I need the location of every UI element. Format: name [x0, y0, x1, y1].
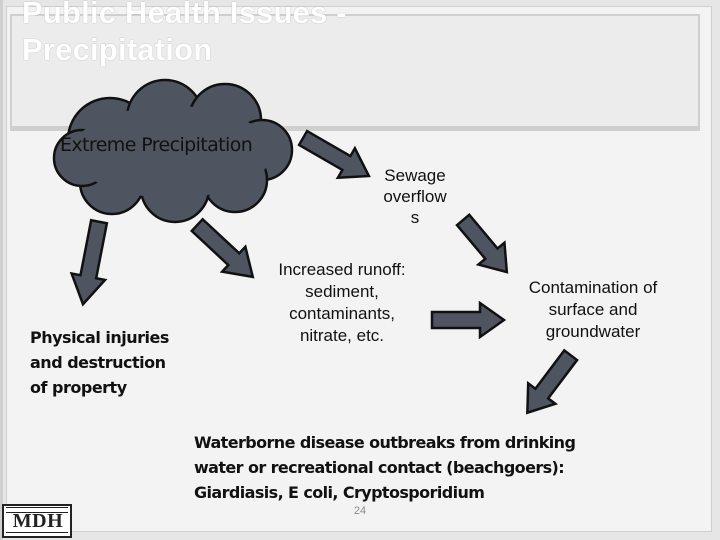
page-number: 24 — [353, 505, 367, 517]
arrow-to-runoff — [189, 217, 255, 279]
runoff-line-2: sediment, — [305, 282, 379, 301]
contamination-line-2: surface and — [548, 300, 638, 319]
arrow-to-injuries — [69, 218, 109, 307]
runoff-label: Increased runoff: sediment, contaminants… — [264, 259, 420, 347]
arrow-to-sewage — [297, 129, 371, 180]
injuries-line-3: of property — [30, 378, 127, 397]
runoff-line-1: Increased runoff: — [278, 260, 406, 279]
logo-bottom-band — [6, 532, 68, 538]
logo-top-band — [6, 507, 68, 513]
contamination-line-3: groundwater — [545, 322, 641, 341]
contamination-label: Contamination of surface and groundwater — [512, 277, 674, 343]
mdh-logo: MDH — [2, 504, 72, 538]
arrow-to-outbreaks — [526, 348, 579, 415]
slide-title: Public Health Issues - Precipitation — [22, 0, 347, 68]
outbreaks-line-1: Waterborne disease outbreaks from drinki… — [194, 433, 576, 452]
sewage-overflow-label: Sewage overflow s — [372, 165, 458, 228]
runoff-line-4: nitrate, etc. — [299, 326, 385, 345]
contamination-line-1: Contamination of — [528, 278, 658, 297]
left-border — [0, 0, 3, 540]
sewage-line-2: overflow — [383, 187, 447, 206]
injuries-line-1: Physical injuries — [30, 328, 169, 347]
sewage-line-3: s — [410, 208, 420, 227]
title-line-2: Precipitation — [22, 32, 213, 67]
injuries-label: Physical injuries and destruction of pro… — [30, 325, 180, 400]
title-line-1: Public Health Issues - — [22, 0, 347, 30]
sewage-line-1: Sewage — [384, 166, 446, 185]
outbreaks-line-2: water or recreational contact (beachgoer… — [194, 458, 565, 477]
injuries-line-2: and destruction — [30, 353, 166, 372]
runoff-line-3: contaminants, — [289, 304, 395, 323]
outbreaks-line-3: Giardiasis, E coli, Cryptosporidium — [194, 483, 485, 502]
cloud-label: Extreme Precipitation — [60, 134, 253, 156]
title-rule — [10, 128, 700, 131]
outbreaks-label: Waterborne disease outbreaks from drinki… — [194, 430, 594, 505]
arrow-runoff-to-contamination — [430, 300, 507, 340]
logo-mark: MDH — [12, 510, 64, 532]
arrow-to-contamination — [455, 213, 509, 274]
